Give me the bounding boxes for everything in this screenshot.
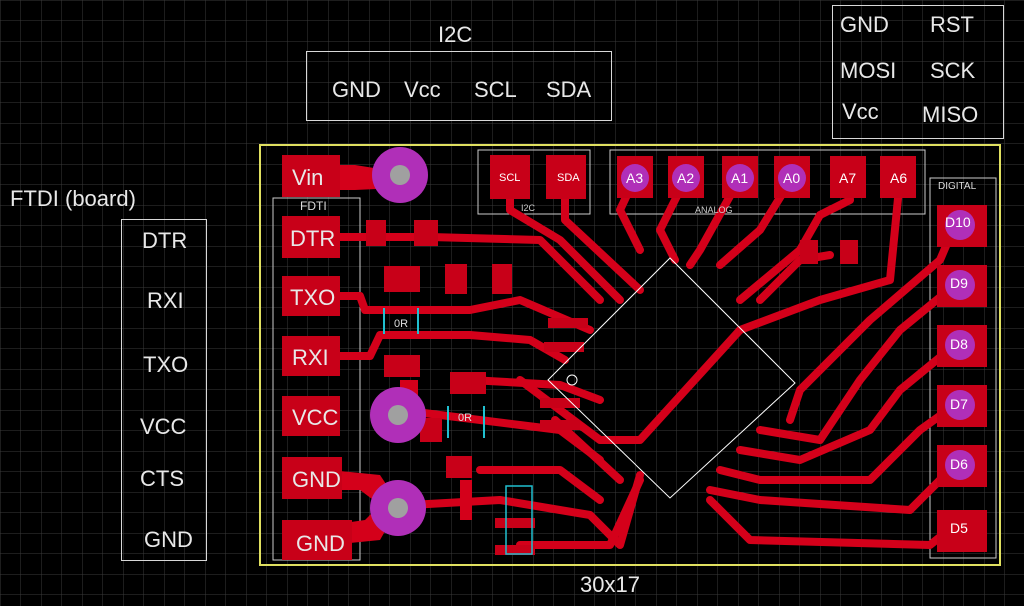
i2c-title: I2C — [438, 22, 473, 47]
pad-d9: D9 — [950, 275, 968, 291]
pad-d10: D10 — [945, 214, 971, 230]
ftdi-pin-txo: TXO — [143, 352, 189, 377]
pad-d7: D7 — [950, 396, 968, 412]
pad-txo: TXO — [290, 285, 336, 310]
pad-vin: Vin — [292, 165, 324, 190]
isp-pin-rst: RST — [930, 12, 974, 37]
pad-d5: D5 — [950, 520, 968, 536]
pad-gnd-1: GND — [292, 467, 341, 492]
ftdi-silk-label: FDTI — [300, 199, 327, 213]
isp-pin-gnd: GND — [840, 12, 889, 37]
pad-a2: A2 — [677, 170, 695, 186]
ftdi-pin-rxi: RXI — [147, 288, 184, 313]
pad-a6: A6 — [890, 170, 908, 186]
pad-d6: D6 — [950, 456, 968, 472]
ftdi-pin-cts: CTS — [140, 466, 184, 491]
isp-pin-miso: MISO — [922, 102, 979, 127]
left-pad-shapes — [282, 155, 352, 560]
mcu-outline — [547, 257, 796, 499]
i2c-pin-gnd: GND — [332, 77, 381, 102]
isp-pin-sck: SCK — [930, 58, 976, 83]
ftdi-pin-vcc: VCC — [140, 414, 187, 439]
smd-pads — [366, 220, 858, 555]
isp-pin-vcc: Vcc — [842, 99, 879, 124]
i2c-pin-scl: SCL — [474, 77, 517, 102]
i2c-pin-vcc: Vcc — [404, 77, 441, 102]
ftdi-header-box — [121, 219, 207, 561]
i2c-silk-box — [477, 149, 591, 215]
i2c-header-box — [306, 51, 612, 121]
i2c-pin-sda: SDA — [546, 77, 592, 102]
board-size-label: 30x17 — [580, 572, 640, 597]
resistor-label-1: 0R — [394, 318, 409, 330]
ftdi-pin-gnd: GND — [144, 527, 193, 552]
board-outline — [259, 144, 1001, 566]
digital-silk-label: DIGITAL — [938, 181, 977, 192]
isp-pin-mosi: MOSI — [840, 58, 897, 83]
pad-scl: SCL — [499, 172, 521, 184]
capacitor-markers — [383, 308, 533, 555]
pad-a1: A1 — [731, 170, 749, 186]
analog-silk-label: ANALOG — [695, 205, 733, 215]
ftdi-title: FTDI (board) — [10, 186, 136, 211]
pad-dtr: DTR — [290, 226, 336, 251]
pad-a0: A0 — [783, 170, 801, 186]
i2c-silk-label: I2C — [521, 203, 536, 213]
pad-a7: A7 — [839, 170, 857, 186]
ftdi-pin-dtr: DTR — [142, 228, 188, 253]
pad-vcc: VCC — [292, 405, 339, 430]
pad-d8: D8 — [950, 336, 968, 352]
pad-sda: SDA — [557, 172, 580, 184]
pad-a3: A3 — [626, 170, 644, 186]
vias — [621, 164, 975, 480]
pad-gnd-2: GND — [296, 531, 345, 556]
pad-rxi: RXI — [292, 345, 329, 370]
resistor-label-2: 0R — [458, 412, 473, 424]
mounting-holes — [370, 147, 428, 536]
isp-header-box — [832, 5, 1004, 139]
